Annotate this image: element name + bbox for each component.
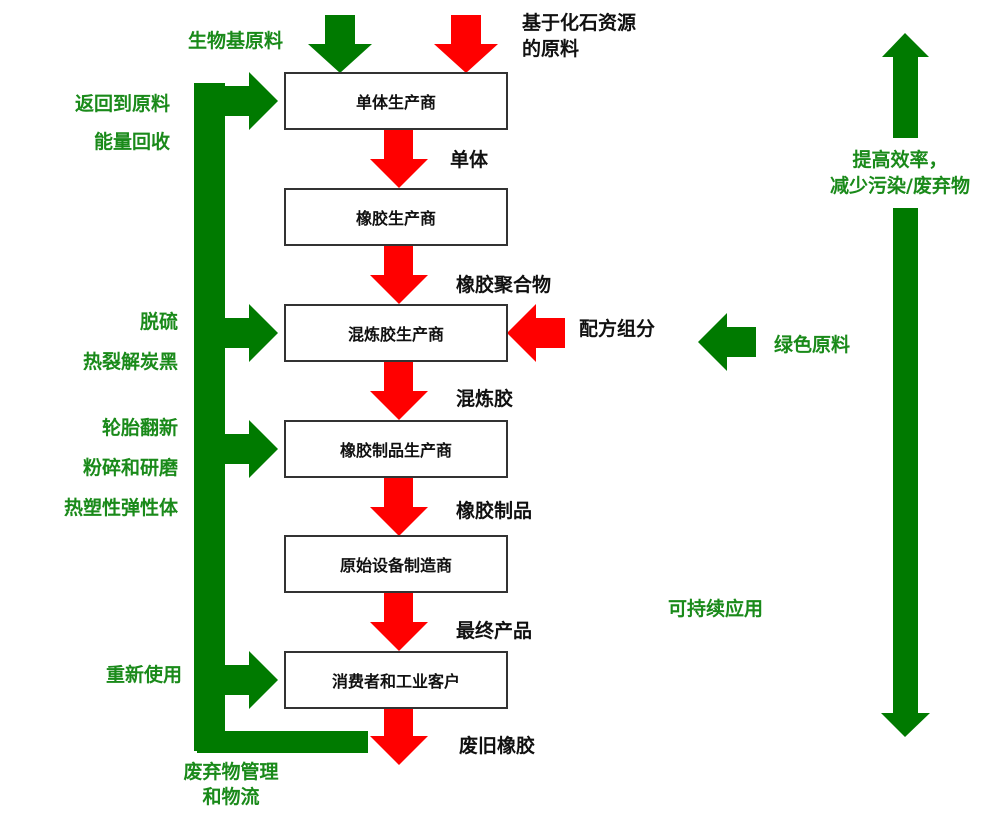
energy-recovery-label: 能量回收: [93, 131, 170, 153]
chain-flow-arrow: [370, 362, 428, 420]
return-arrow-consumer: [222, 651, 278, 709]
return-arrow-monomer: [222, 72, 278, 130]
sustainability-down-arrow: [881, 208, 930, 737]
waste-management-label: 废弃物管理 和物流: [170, 760, 292, 810]
return-arrow-products: [222, 420, 278, 478]
rubber-products-producer-box: 橡胶制品生产商: [284, 420, 508, 478]
formulation-label: 配方组分: [579, 318, 656, 340]
tpe-label: 热塑性弹性体: [63, 497, 178, 519]
return-to-feedstock-label: 返回到原料: [74, 93, 170, 115]
recycle-vertical-bar: [194, 83, 225, 751]
return-arrow-compounder: [222, 304, 278, 362]
bio-feedstock-arrow: [308, 15, 372, 73]
fossil-feedstock-line1: 基于化石资源: [522, 12, 637, 34]
output-label-final: 最终产品: [456, 620, 533, 642]
sustainability-up-arrow: [882, 33, 929, 138]
fossil-feedstock-label: 基于化石资源 的原料: [522, 10, 636, 62]
fossil-feedstock-line2: 的原料: [522, 38, 580, 60]
fossil-feedstock-arrow: [434, 15, 498, 73]
green-materials-arrow: [698, 313, 756, 371]
recycle-labels-products: 轮胎翻新 粉碎和研磨 热塑性弹性体: [64, 408, 178, 528]
waste-management-line1: 废弃物管理: [183, 761, 279, 783]
green-materials-label: 绿色原料: [774, 334, 851, 356]
recycle-labels-compounder: 脱硫 热裂解炭黑: [83, 302, 178, 382]
waste-management-line2: 和物流: [202, 786, 260, 808]
chain-flow-arrow: [370, 246, 428, 304]
rubber-producer-box: 橡胶生产商: [284, 188, 508, 246]
output-label-products: 橡胶制品: [456, 500, 533, 522]
chain-flow-arrow: [370, 130, 428, 188]
oem-box: 原始设备制造商: [284, 535, 508, 593]
chain-flow-arrow: [370, 593, 428, 651]
chain-flow-arrow: [370, 709, 428, 765]
retreading-label: 轮胎翻新: [101, 417, 178, 439]
output-label-polymer: 橡胶聚合物: [456, 274, 552, 296]
compounder-box: 混炼胶生产商: [284, 304, 508, 362]
efficiency-line1: 提高效率，: [852, 149, 948, 171]
output-label-compound: 混炼胶: [456, 388, 514, 410]
efficiency-line2: 减少污染/废弃物: [830, 175, 970, 197]
formulation-arrow: [507, 304, 565, 362]
monomer-producer-box: 单体生产商: [284, 72, 508, 130]
sustainable-application-label: 可持续应用: [668, 598, 764, 620]
consumers-box: 消费者和工业客户: [284, 651, 508, 709]
devulcanization-label: 脱硫: [139, 311, 178, 333]
pyrolysis-carbon-black-label: 热裂解炭黑: [82, 351, 178, 373]
output-label-waste-rubber: 废旧橡胶: [459, 735, 536, 757]
bio-feedstock-label: 生物基原料: [188, 30, 284, 52]
efficiency-label: 提高效率， 减少污染/废弃物: [790, 147, 1000, 199]
recycle-bottom-bar: [197, 731, 368, 753]
reuse-label: 重新使用: [105, 664, 182, 686]
chain-flow-arrow: [370, 478, 428, 536]
grinding-label: 粉碎和研磨: [82, 457, 178, 479]
output-label-monomer: 单体: [450, 149, 489, 171]
recycle-labels-monomer: 返回到原料 能量回收: [75, 85, 170, 161]
